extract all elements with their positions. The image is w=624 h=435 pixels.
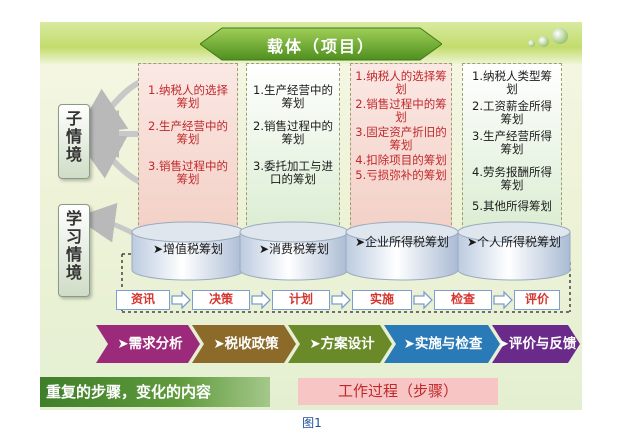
cylinder-bases	[131, 221, 571, 281]
card-item: 4.扣除项目的筹划	[355, 153, 447, 167]
card-item: 4.劳务报酬所得筹划	[472, 165, 552, 192]
cylinder-base-2	[239, 221, 349, 281]
child-scenario-text: 子情境	[65, 109, 82, 164]
carrier-title: 载体（项目）	[200, 26, 442, 62]
flow-label-3: ➤方案设计	[309, 336, 375, 352]
card-item: 3.委托加工与进口的筹划	[253, 159, 333, 186]
card-item: 2.销售过程中的筹划	[253, 119, 333, 146]
card-item: 5.其他所得筹划	[472, 199, 552, 213]
card-vat: 1.纳税人的选择筹划 2.生产经营中的筹划 3.销售过程中的筹划	[138, 63, 238, 240]
decor-bubble-medium	[538, 36, 549, 47]
card-corporate: 1.纳税人的选择筹划 2.销售过程中的筹划 3.固定资产折旧的筹划 4.扣除项目…	[350, 63, 452, 240]
flow-chevrons	[96, 325, 580, 363]
flow-label-1: ➤需求分析	[117, 336, 183, 352]
card-item: 1.纳税人的选择筹划	[148, 83, 228, 110]
diagram-slide: 载体（项目） 子情境 学习情境 1.纳税人的选择筹划 2.生产经营中的筹划 3.…	[40, 22, 582, 410]
step-implement: 实施	[352, 290, 412, 310]
decor-bubble-small	[528, 40, 535, 47]
step-check: 检查	[434, 290, 492, 310]
card-item: 3.生产经营所得筹划	[472, 129, 552, 156]
repeated-steps-banner: 重复的步骤，变化的内容	[40, 377, 270, 407]
cylinder-label-personal: ➤个人所得税筹划	[466, 235, 562, 249]
cylinder-label-corporate: ➤企业所得税筹划	[354, 235, 450, 249]
flow-chevron-5	[492, 325, 580, 363]
step-row: 资讯 决策 计划 实施 检查 评价	[116, 290, 560, 310]
step-arrows	[171, 290, 513, 310]
card-item: 1.纳税人的选择筹划	[355, 69, 447, 96]
learning-scenario-label: 学习情境	[58, 204, 90, 297]
step-plan: 计划	[272, 290, 330, 310]
cylinder-label-consumption: ➤消费税筹划	[258, 242, 330, 256]
card-item: 2.工资薪金所得筹划	[472, 99, 552, 126]
card-item: 1.纳税人类型筹划	[472, 69, 552, 96]
card-consumption: 1.生产经营中的筹划 2.销售过程中的筹划 3.委托加工与进口的筹划	[246, 63, 340, 240]
title-text: 载体（项目）	[266, 37, 375, 56]
child-scenario-label: 子情境	[58, 104, 90, 179]
step-evaluate: 评价	[514, 290, 560, 310]
cylinder-label-vat: ➤增值税筹划	[152, 242, 224, 256]
flow-chevron-3	[288, 325, 392, 363]
card-item: 2.销售过程中的筹划	[355, 97, 447, 124]
cylinder-base-4	[457, 221, 571, 281]
card-item: 5.亏损弥补的筹划	[355, 168, 447, 182]
title-hexagon	[200, 27, 442, 61]
step-info: 资讯	[116, 290, 170, 310]
card-item: 3.固定资产折旧的筹划	[355, 125, 447, 152]
flow-chevron-2	[192, 325, 296, 363]
decor-bubble-large	[552, 28, 568, 44]
card-personal: 1.纳税人类型筹划 2.工资薪金所得筹划 3.生产经营所得筹划 4.劳务报酬所得…	[462, 63, 562, 240]
cylinder-base-3	[345, 221, 459, 281]
step-decision: 决策	[192, 290, 250, 310]
work-process-banner: 工作过程（步骤）	[298, 378, 498, 405]
card-item: 2.生产经营中的筹划	[148, 119, 228, 146]
flow-chevron-1	[96, 325, 200, 363]
flow-label-2: ➤税收政策	[213, 336, 279, 352]
card-item: 3.销售过程中的筹划	[148, 159, 228, 186]
learning-scenario-text: 学习情境	[65, 209, 82, 282]
flow-label-4: ➤实施与检查	[403, 336, 483, 352]
figure-caption: 图1	[302, 416, 322, 430]
flow-chevron-4	[384, 325, 500, 363]
flow-label-5: ➤评价与反馈	[497, 336, 577, 352]
card-item: 1.生产经营中的筹划	[253, 83, 333, 110]
